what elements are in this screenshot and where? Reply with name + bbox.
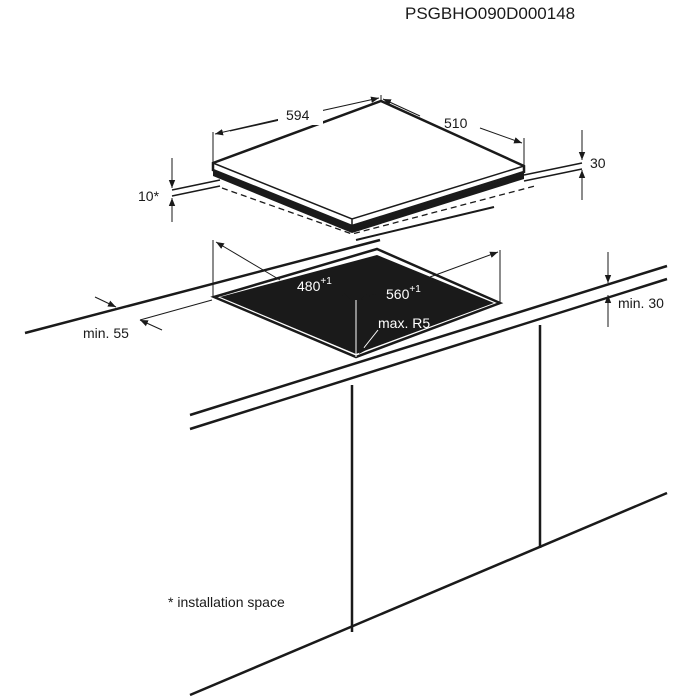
floor-line [189,491,668,697]
dim-594-left [214,118,281,136]
hob-underside-edge [355,206,495,241]
hob [171,95,583,241]
cutout-opening [220,255,494,354]
hob-width-label: 594 [286,107,310,123]
dim-510-right [479,127,523,144]
hob-depth-label: 510 [444,115,468,131]
hob-base-shadow [213,170,524,233]
worktop-edge-right [523,162,583,182]
worktop [24,238,668,697]
worktop-front-edge [189,264,668,431]
clearance-label: 10* [138,188,160,204]
hidden-outline [221,185,536,235]
diagram-code: PSGBHO090D000148 [405,4,575,23]
hob-height-label: 30 [590,155,606,171]
min-wall-distance-label: min. 55 [83,325,129,341]
dim-560-arrow [429,251,499,278]
min55-arrow-2 [139,319,163,331]
dim-510-left [382,98,421,117]
corner-radius-label: max. R5 [378,315,430,331]
cabinet-sides [350,325,542,632]
cutout-depth-label: 480+1 [297,276,332,294]
cutout-width-label: 560+1 [386,284,421,302]
radius-arrow [358,329,379,355]
footnote: * installation space [168,594,285,610]
dim-480-arrow [215,241,281,281]
min55-arrow-1 [94,296,117,308]
hob-top-surface [211,99,526,228]
worktop-edge-left [171,179,221,197]
min-worktop-thickness-label: min. 30 [618,295,664,311]
worktop-back-edge [24,238,381,335]
